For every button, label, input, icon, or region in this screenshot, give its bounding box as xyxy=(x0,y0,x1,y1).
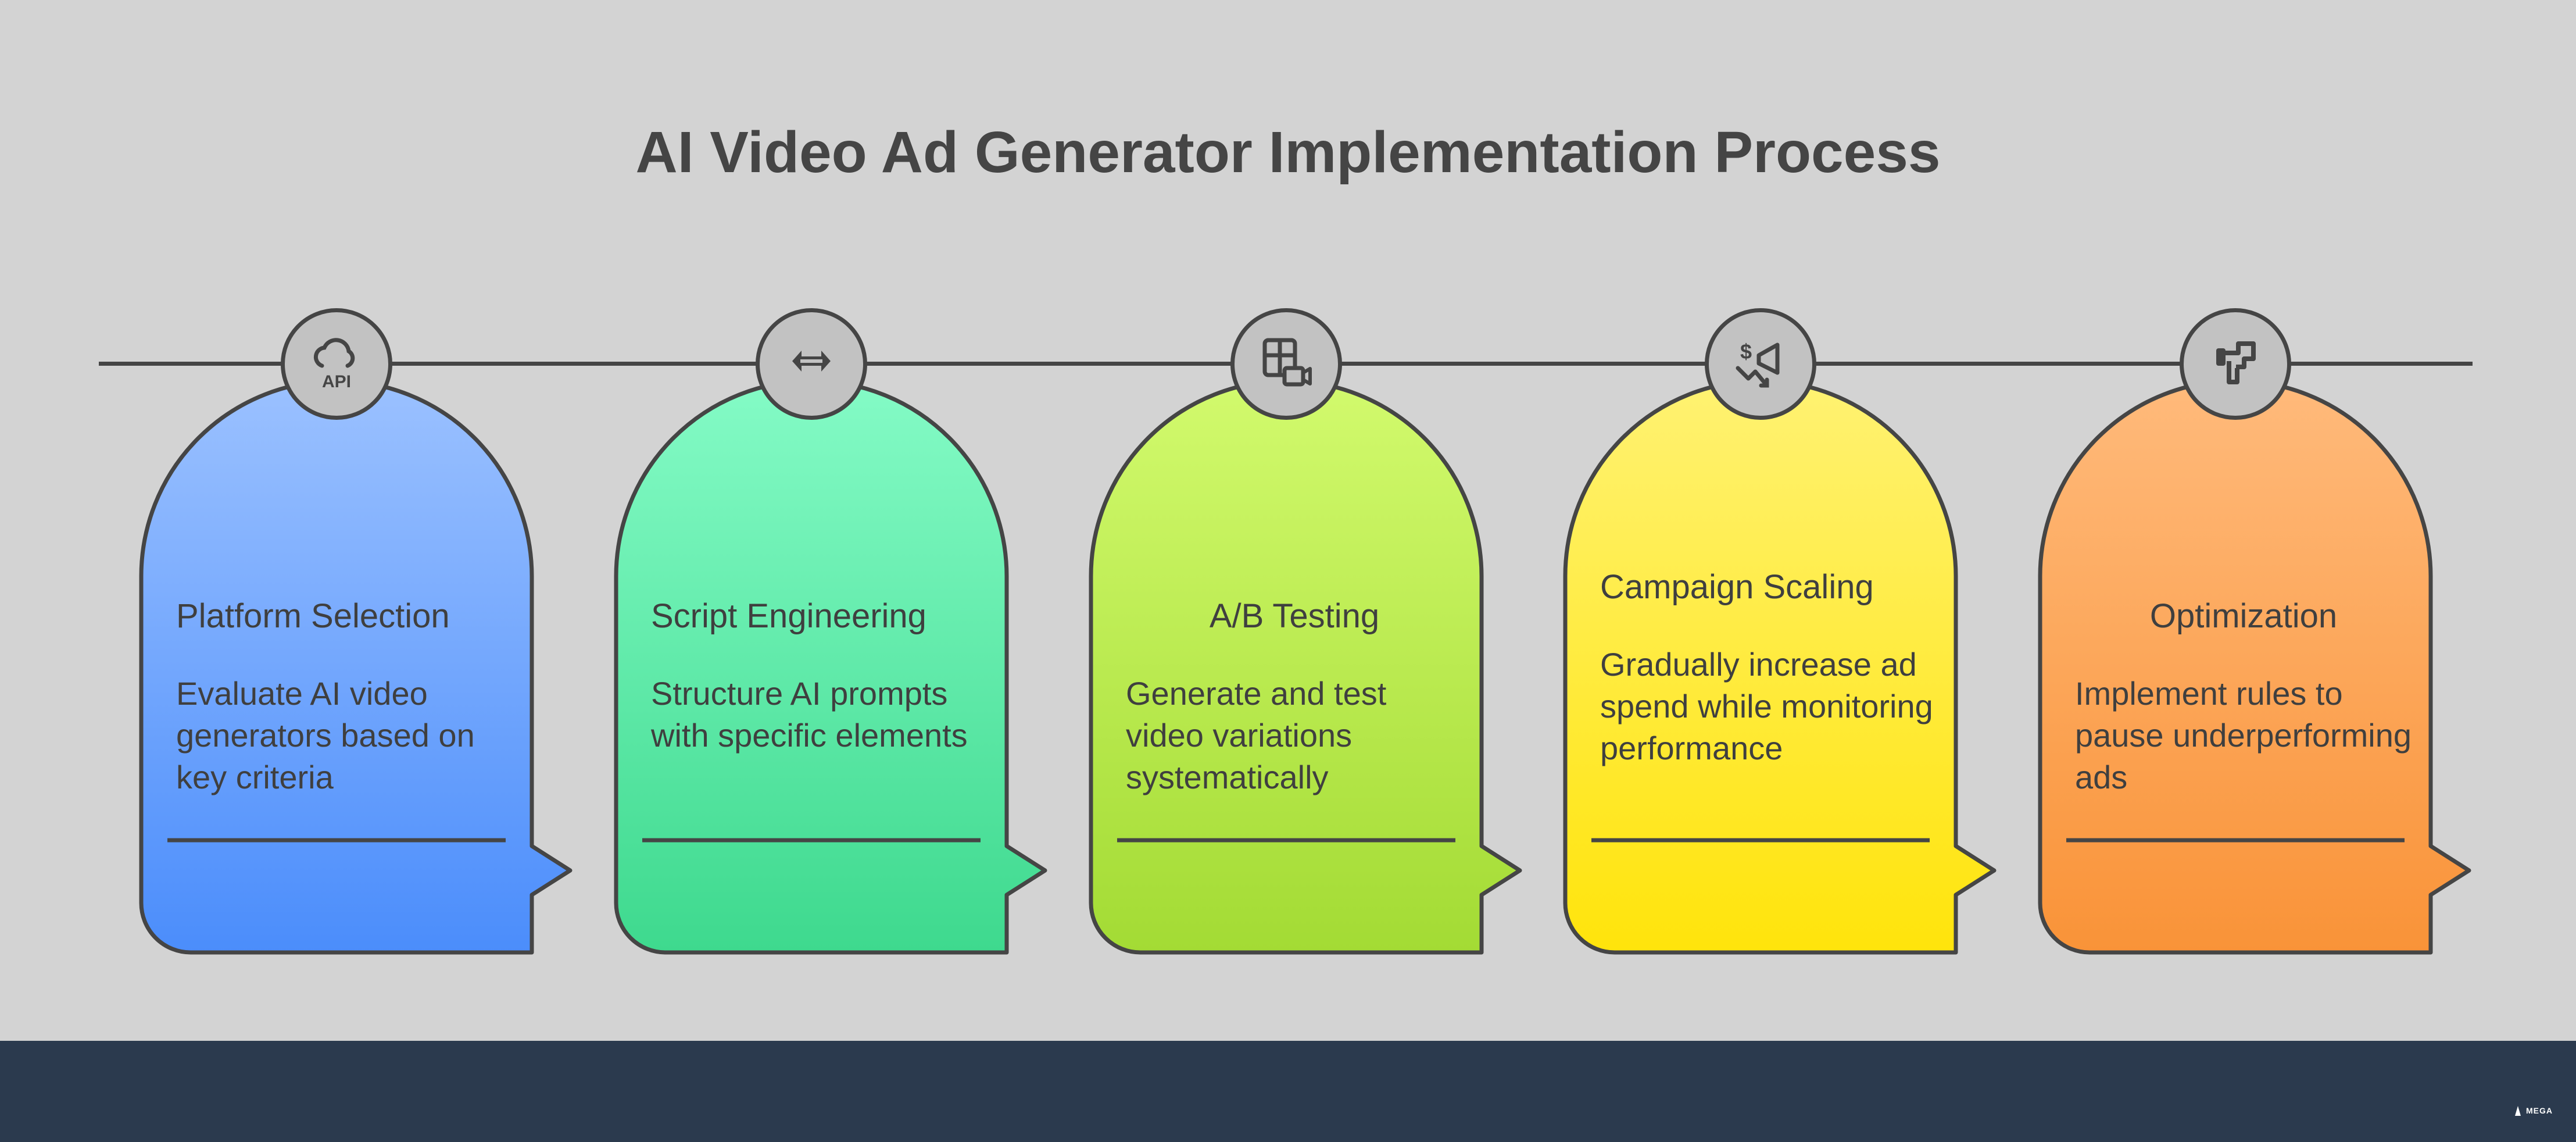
page-title: AI Video Ad Generator Implementation Pro… xyxy=(635,120,1941,185)
footer-brand: MEGA xyxy=(2513,1105,2553,1116)
swap-arrows-icon xyxy=(792,351,831,372)
svg-text:API: API xyxy=(322,372,351,391)
step-title: Campaign Scaling xyxy=(1600,568,1874,606)
step-description: Generate and test video variations syste… xyxy=(1126,675,1387,795)
step-description: Evaluate AI video generators based on ke… xyxy=(176,675,475,795)
step-icon-badge: $ xyxy=(1705,308,1816,420)
pipe-tool-icon xyxy=(2216,341,2256,384)
step-card-body xyxy=(1563,379,1997,955)
step-card-shape xyxy=(139,379,573,955)
api-cloud-icon: API xyxy=(313,338,355,391)
step-card-shape xyxy=(614,379,1047,955)
step-icon-badge xyxy=(1230,308,1342,420)
step-icon-badge xyxy=(2180,308,2291,420)
step-description: Implement rules to pause underperforming… xyxy=(2075,675,2412,795)
footer-bar: MEGA xyxy=(0,1041,2576,1142)
layout-video-icon xyxy=(1262,338,1312,387)
step-card-body xyxy=(139,379,573,955)
step-card-shape xyxy=(1089,379,1522,955)
step-card-body xyxy=(2038,379,2471,955)
step-title: Script Engineering xyxy=(651,597,926,635)
step-card-shape xyxy=(1563,379,1997,955)
step-description: Structure AI prompts with specific eleme… xyxy=(651,675,968,754)
svg-text:$: $ xyxy=(1740,340,1752,363)
step-title: A/B Testing xyxy=(1209,597,1380,635)
step-title: Optimization xyxy=(2149,597,2338,635)
money-megaphone-icon: $ xyxy=(1736,340,1780,388)
step-icon-badge xyxy=(756,308,867,420)
step-card-shape xyxy=(2038,379,2471,955)
step-card-body xyxy=(1089,379,1522,955)
step-title: Platform Selection xyxy=(176,597,450,635)
step-description: Gradually increase ad spend while monito… xyxy=(1600,646,1933,766)
brand-logo-icon xyxy=(2515,1106,2521,1116)
footer-brand-text: MEGA xyxy=(2526,1106,2553,1115)
step-icon-badge: API xyxy=(281,308,392,420)
step-card-body xyxy=(614,379,1047,955)
